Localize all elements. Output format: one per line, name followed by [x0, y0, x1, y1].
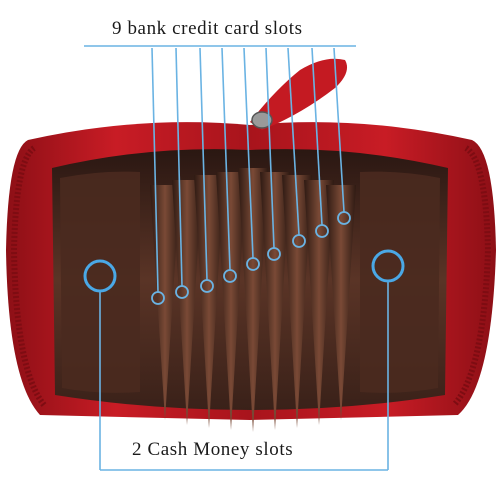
cash-slot-marker-right [371, 249, 405, 283]
cash-slots-label: 2 Cash Money slots [132, 439, 294, 460]
annotation-lines [84, 45, 389, 471]
zipper-left [10, 145, 47, 407]
card-slot-marker [292, 234, 306, 248]
card-slot-marker [175, 285, 189, 299]
card-slot-marker [315, 224, 329, 238]
card-slot-pleats [150, 168, 356, 432]
left-cash-pocket [60, 171, 140, 393]
zipper-pull [250, 58, 348, 130]
card-slot-marker [151, 291, 165, 305]
cash-slot-markers [83, 249, 405, 293]
zipper-right [451, 145, 492, 408]
card-slot-marker [200, 279, 214, 293]
cash-slot-marker-left [83, 259, 117, 293]
card-slot-marker [246, 257, 260, 271]
card-slot-marker [337, 211, 351, 225]
zipper-slider [251, 111, 273, 129]
card-slot-marker [223, 269, 237, 283]
card-slots-label: 9 bank credit card slots [112, 18, 303, 39]
right-cash-pocket [360, 171, 440, 393]
card-slot-marker [267, 247, 281, 261]
card-slot-markers [151, 211, 351, 305]
